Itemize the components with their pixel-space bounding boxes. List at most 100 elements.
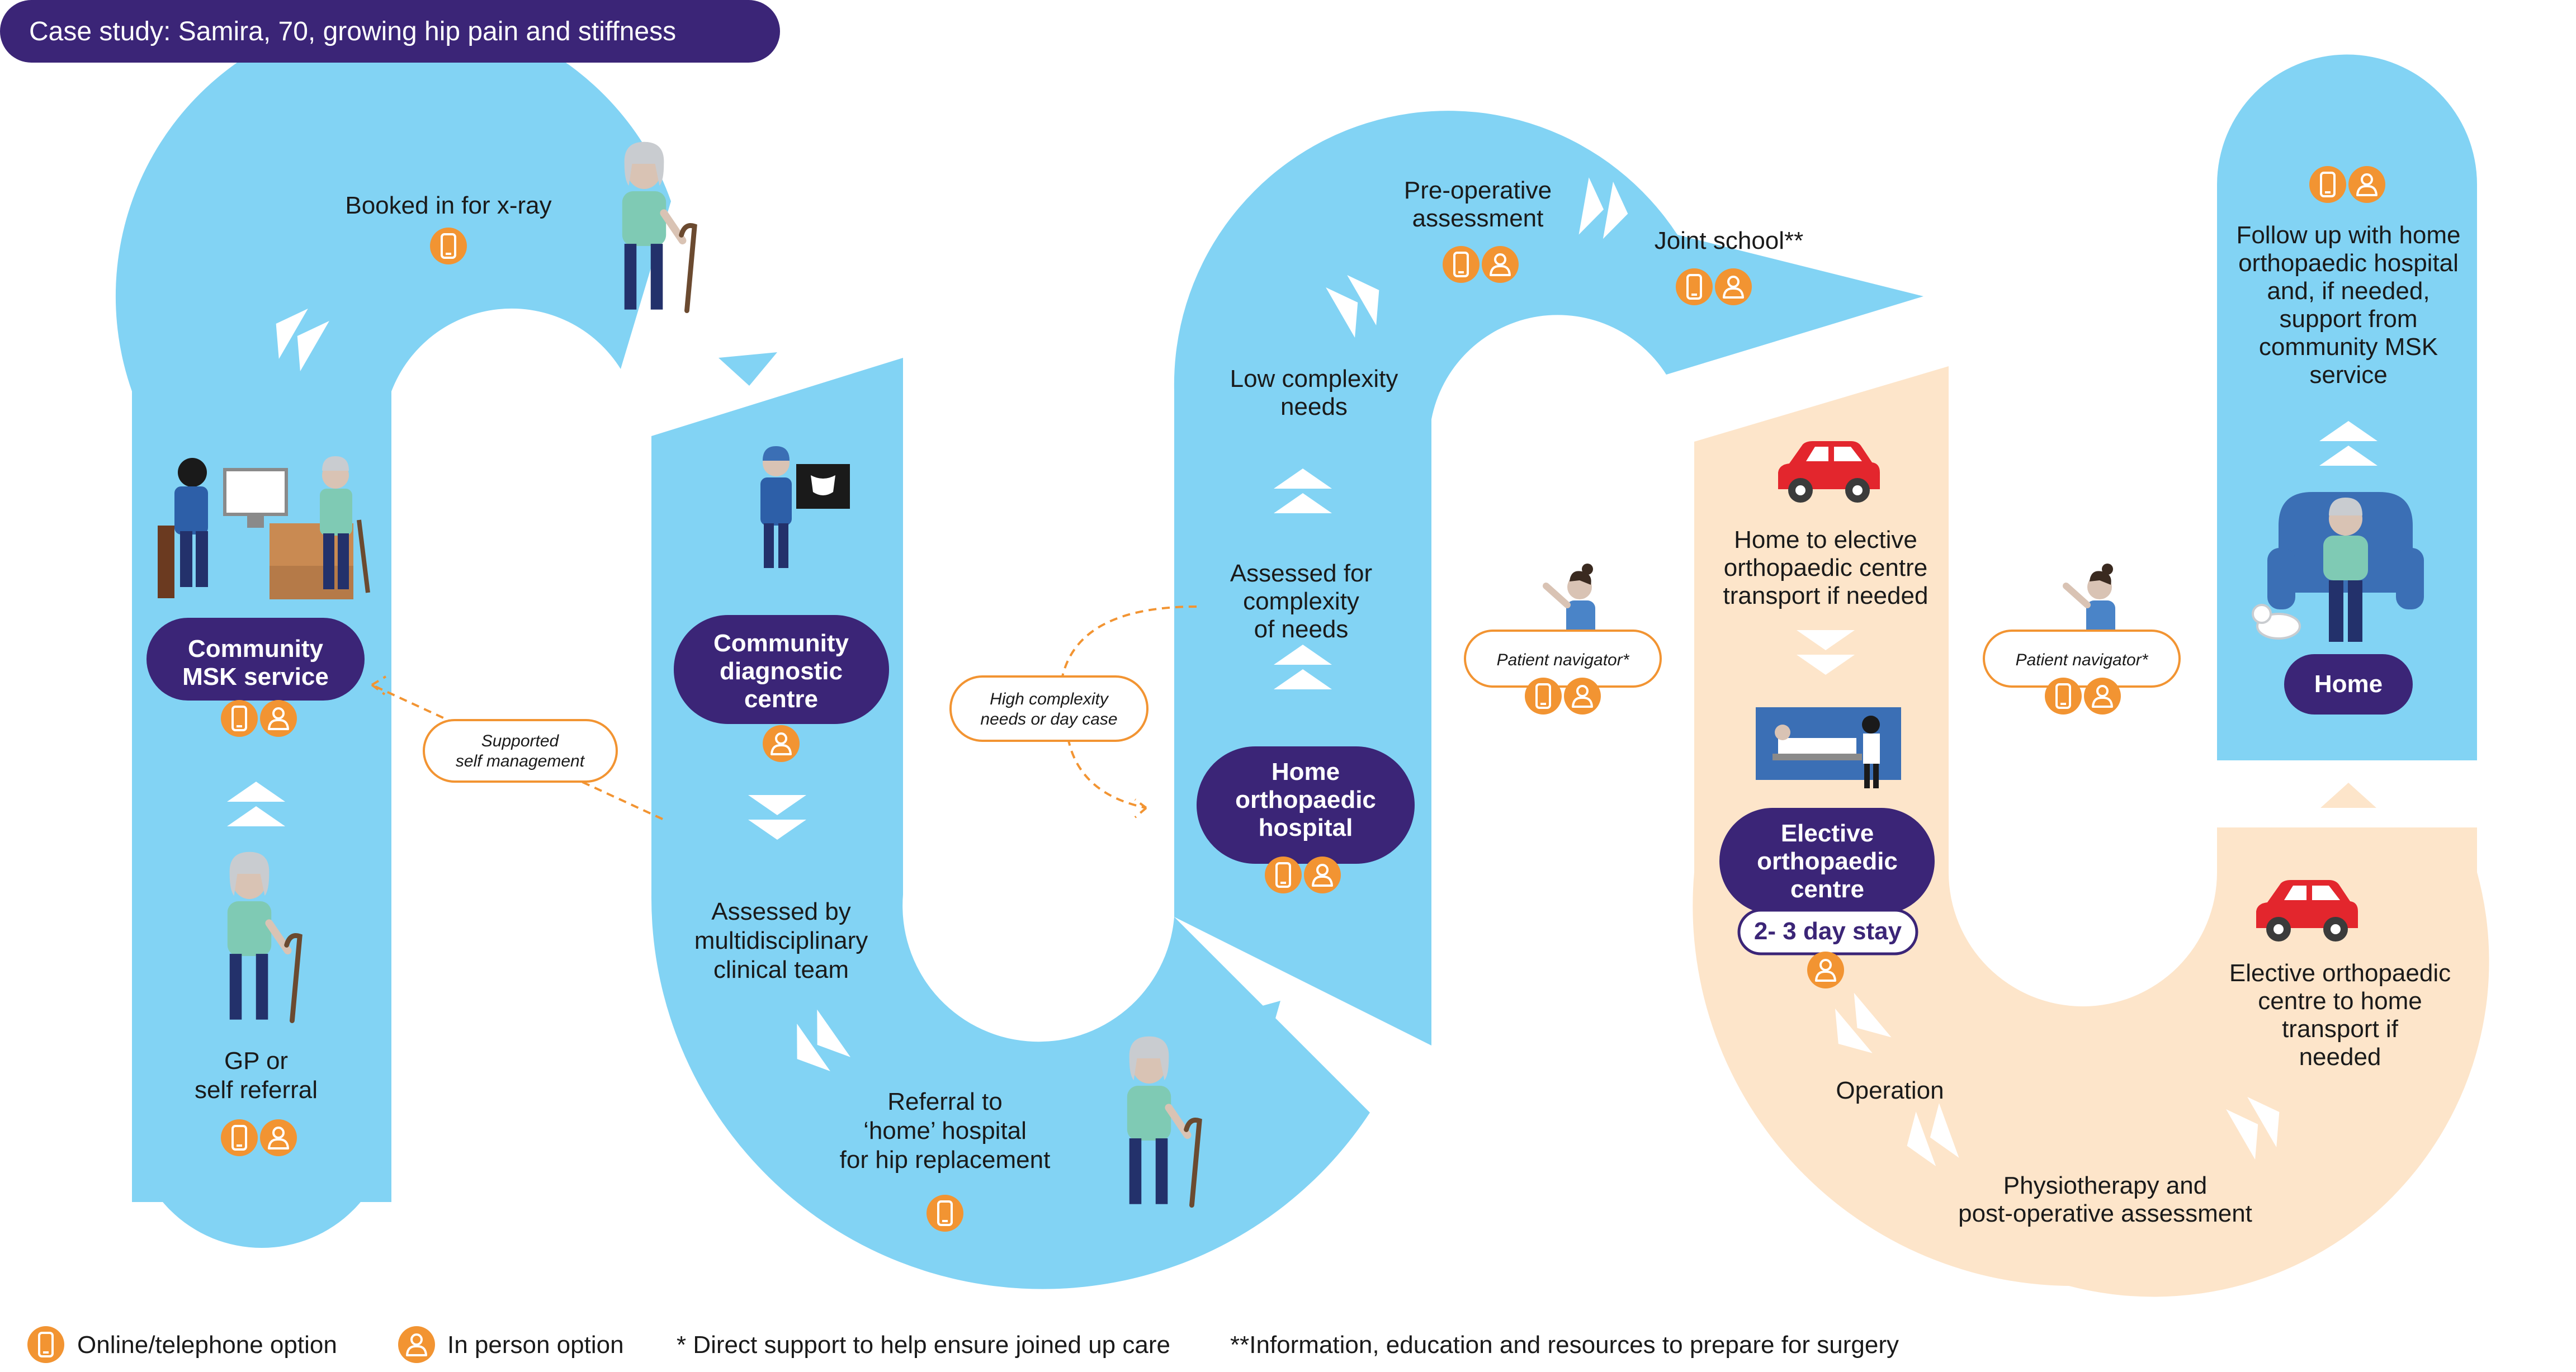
phone-icon <box>26 1325 65 1364</box>
person-icon <box>397 1325 436 1364</box>
phone-icon <box>220 699 259 738</box>
person-icon <box>259 1118 298 1157</box>
legend-direct-support: * Direct support to help ensure joined u… <box>677 1331 1170 1359</box>
step-physio-line: Physiotherapy and <box>2003 1172 2207 1199</box>
step-follow-up-line: and, if needed, <box>2267 277 2430 305</box>
xray-icon <box>760 446 850 568</box>
direction-arrows <box>227 177 2378 1174</box>
pill-community-msk-line: MSK service <box>182 663 329 690</box>
doctor-icon <box>158 456 370 599</box>
callout-pills <box>423 630 2181 783</box>
phone-icon <box>1675 267 1714 306</box>
callout-supported-self-management-line: self management <box>456 752 585 770</box>
step-gp-referral-line: self referral <box>195 1076 318 1104</box>
step-transport-home-line: Elective orthopaedic <box>2229 959 2451 987</box>
step-gp-referral-line: GP or <box>224 1047 288 1075</box>
pill-elective-centre-line: Elective <box>1781 820 1874 847</box>
page-title: Case study: Samira, 70, growing hip pain… <box>29 17 676 46</box>
pill-home-ortho-hospital-line: hospital <box>1259 814 1353 841</box>
pill-community-msk-line: Community <box>188 635 324 663</box>
callout-patient-navigator-2: Patient navigator* <box>2016 651 2149 669</box>
legend: Online/telephone option In person option… <box>26 1325 1899 1364</box>
phone-icon <box>1441 245 1481 284</box>
navigator-icon <box>2066 564 2115 641</box>
armchair-icon <box>2252 492 2424 642</box>
phone-icon <box>429 226 468 266</box>
pill-elective-centre-line: orthopaedic <box>1757 848 1898 875</box>
person-icon <box>1303 855 1342 895</box>
person-icon <box>2347 165 2386 204</box>
phone-icon <box>2308 165 2347 204</box>
phone-icon <box>925 1194 965 1233</box>
pill-community-diagnostic-line: diagnostic <box>720 657 843 685</box>
step-follow-up-line: Follow up with home <box>2236 221 2460 249</box>
pill-home-line: Home <box>2314 670 2383 698</box>
legend-information: **Information, education and resources t… <box>1230 1331 1899 1359</box>
step-follow-up-line: support from <box>2280 305 2418 333</box>
callout-patient-navigator-1-line: Patient navigator* <box>1497 651 1630 669</box>
step-follow-up-line: orthopaedic hospital <box>2238 249 2459 277</box>
step-follow-up-line: service <box>2309 361 2387 389</box>
step-referral-home-hospital-line: Referral to <box>887 1088 1002 1115</box>
pill-home-ortho-hospital-line: Home <box>1272 758 1340 786</box>
step-referral-home-hospital-line: for hip replacement <box>840 1146 1051 1174</box>
person-icon <box>2083 676 2122 716</box>
illustrations <box>158 142 2424 1205</box>
phone-icon <box>1264 855 1303 895</box>
step-joint-school-line: Joint school** <box>1655 227 1804 254</box>
hospital-bed-icon <box>1756 707 1901 788</box>
callout-high-complexity-line: needs or day case <box>980 710 1117 728</box>
step-assessed-mdt-line: Assessed by <box>711 898 850 925</box>
pill-elective-centre-line: centre <box>1790 876 1864 903</box>
arrow-chevron-icon <box>1781 355 1840 386</box>
step-low-complexity-line: Low complexity <box>1230 365 1398 392</box>
arrow-chevron-icon <box>719 352 777 386</box>
step-pre-op-line: assessment <box>1412 205 1544 232</box>
step-assessed-complexity-line: Assessed for <box>1230 560 1372 587</box>
legend-online: Online/telephone option <box>77 1331 337 1359</box>
step-xray-line: Booked in for x-ray <box>345 192 551 219</box>
stay-badge: 2- 3 day stay <box>1737 909 1918 955</box>
step-transport-to-centre-line: transport if needed <box>1723 582 1929 609</box>
person-icon <box>259 699 298 738</box>
step-transport-to-centre-line: Home to elective <box>1734 526 1917 553</box>
step-assessed-complexity-line: of needs <box>1254 616 1349 643</box>
person-icon <box>1806 950 1845 990</box>
person-icon <box>1481 245 1520 284</box>
arrow-chevron-icon <box>2320 783 2376 808</box>
callout-patient-navigator-2-line: Patient navigator* <box>2016 651 2149 669</box>
patient-icon <box>622 142 694 311</box>
pill-home-ortho-hospital-line: orthopaedic <box>1235 786 1376 813</box>
arrow-chevron-icon <box>1230 1001 1280 1040</box>
pill-community-diagnostic-line: Community <box>713 630 849 657</box>
step-assessed-complexity-line: complexity <box>1243 588 1359 615</box>
step-low-complexity-line: needs <box>1280 393 1348 420</box>
phone-icon <box>220 1118 259 1157</box>
phone-icon <box>1524 676 1563 716</box>
step-transport-home-line: transport if <box>2282 1015 2399 1043</box>
title-banner: Case study: Samira, 70, growing hip pain… <box>0 0 780 63</box>
person-icon <box>762 724 801 763</box>
person-icon <box>1563 676 1602 716</box>
navigator-icon <box>1546 564 1595 641</box>
step-follow-up-line: community MSK <box>2259 333 2438 361</box>
step-pre-op-line: Pre-operative <box>1404 177 1552 204</box>
step-transport-home-line: needed <box>2299 1043 2381 1071</box>
step-referral-home-hospital-line: ‘home’ hospital <box>863 1117 1027 1144</box>
step-transport-to-centre-line: orthopaedic centre <box>1724 554 1927 581</box>
callout-patient-navigator-1: Patient navigator* <box>1497 651 1630 669</box>
step-transport-home-line: centre to home <box>2258 987 2422 1015</box>
